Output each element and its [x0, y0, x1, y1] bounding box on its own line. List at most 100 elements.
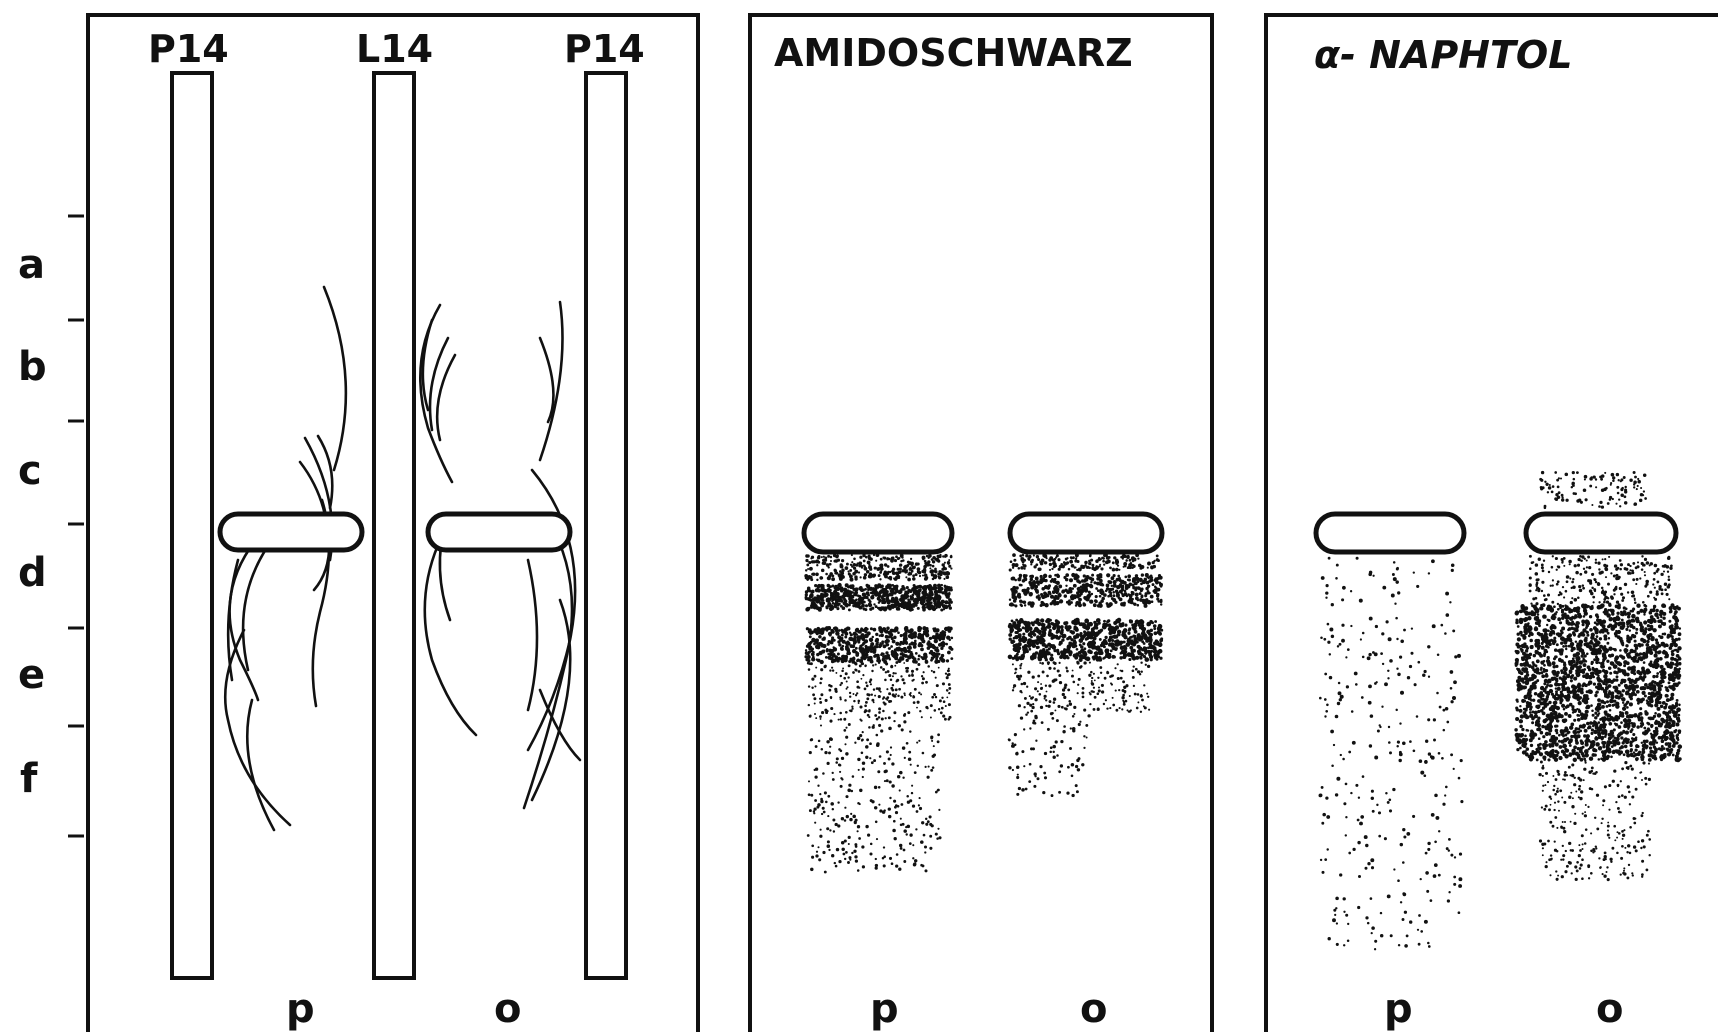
- stain-dot: [1388, 741, 1391, 744]
- stain-dot: [1345, 816, 1347, 818]
- stain-dot: [1121, 696, 1124, 699]
- stain-dot: [1045, 620, 1048, 623]
- stain-dot: [812, 693, 815, 696]
- stain-dot: [1606, 705, 1609, 708]
- stain-dot: [1545, 483, 1548, 486]
- stain-dot: [1570, 601, 1573, 604]
- stain-dot: [949, 606, 952, 609]
- stain-dot: [945, 575, 949, 579]
- stain-dot: [935, 696, 937, 698]
- stain-dot: [1450, 687, 1453, 690]
- stain-dot: [890, 590, 893, 593]
- stain-dot: [1052, 745, 1056, 749]
- stain-dot: [834, 605, 837, 608]
- stain-dot: [1140, 670, 1142, 672]
- row-label-f: f: [20, 756, 38, 802]
- stain-dot: [1342, 758, 1345, 761]
- stain-dot: [1049, 700, 1052, 703]
- stain-dot: [1040, 706, 1043, 709]
- stain-dot: [1083, 709, 1086, 712]
- stain-dot: [922, 752, 925, 755]
- stain-dot: [895, 588, 899, 592]
- stain-dot: [1329, 676, 1333, 680]
- stain-dot: [869, 573, 873, 577]
- stain-dot: [1087, 714, 1090, 717]
- stain-dot: [845, 672, 848, 675]
- stain-dot: [1331, 765, 1334, 768]
- stain-dot: [938, 667, 940, 669]
- stain-dot: [1051, 568, 1053, 570]
- stain-dot: [824, 751, 827, 754]
- stain-dot: [1055, 602, 1059, 606]
- stain-dot: [1122, 641, 1125, 644]
- stain-dot: [1154, 656, 1157, 659]
- stain-dot: [862, 674, 864, 676]
- stain-dot: [832, 772, 834, 774]
- stain-dot: [1345, 783, 1348, 786]
- stain-dot: [1331, 603, 1334, 606]
- stain-dot: [1018, 595, 1022, 599]
- stain-dot: [1655, 638, 1658, 641]
- stain-dot: [814, 713, 816, 715]
- stain-dot: [1149, 640, 1152, 643]
- stain-dot: [1088, 622, 1093, 627]
- stain-dot: [900, 560, 903, 563]
- stain-dot: [821, 569, 825, 573]
- stain-dot: [829, 634, 832, 637]
- stain-dot: [1137, 557, 1139, 559]
- stain-dot: [914, 598, 918, 602]
- stain-dot: [1571, 581, 1574, 584]
- stain-dot: [809, 751, 812, 754]
- stain-dot: [1151, 621, 1154, 624]
- stain-dot: [1127, 632, 1130, 635]
- stain-dot: [1658, 625, 1662, 629]
- stain-dot: [1102, 657, 1105, 660]
- stain-dot: [1051, 717, 1054, 720]
- stain-dot: [886, 643, 888, 645]
- stain-dot: [815, 854, 818, 857]
- stain-dot: [1135, 656, 1139, 660]
- stain-dot: [842, 667, 844, 669]
- stain-dot: [926, 633, 929, 636]
- stain-dot: [1374, 682, 1377, 685]
- stain-dot: [885, 661, 887, 663]
- stain-dot: [919, 797, 921, 799]
- stain-dot: [1150, 578, 1154, 582]
- stain-dot: [1561, 494, 1564, 497]
- stain-dot: [948, 703, 951, 706]
- stain-dot: [1072, 715, 1075, 718]
- stain-dot: [1080, 655, 1084, 659]
- stain-dot: [829, 720, 832, 723]
- stain-dot: [1018, 633, 1022, 637]
- stain-dot: [1121, 593, 1123, 595]
- stain-dot: [902, 777, 904, 779]
- stain-dot: [1011, 620, 1014, 623]
- stain-dot: [1654, 587, 1656, 589]
- stain-dot: [1640, 725, 1643, 728]
- stain-dot: [1623, 476, 1626, 479]
- stain-dot: [1666, 565, 1669, 568]
- stain-dot: [1671, 638, 1674, 641]
- stain-dot: [1075, 566, 1077, 568]
- stain-dot: [808, 561, 811, 564]
- stain-dot: [872, 664, 874, 666]
- stain-dot: [1110, 642, 1115, 647]
- stain-dot: [1028, 555, 1031, 558]
- stain-dot: [905, 833, 907, 835]
- stain-dot: [1660, 573, 1663, 576]
- stain-dot: [1021, 788, 1025, 792]
- stain-dot: [1519, 705, 1521, 707]
- stain-dot: [1091, 677, 1093, 679]
- stain-dot: [1073, 706, 1076, 709]
- stain-dot: [852, 708, 854, 710]
- stain-dot: [1622, 596, 1625, 599]
- stain-dot: [1124, 576, 1127, 579]
- stain-dot: [900, 604, 903, 607]
- stain-dot: [1159, 583, 1163, 587]
- stain-dot: [1071, 564, 1075, 568]
- stain-dot: [1056, 649, 1059, 652]
- stain-dot: [1530, 744, 1533, 747]
- stain-dot: [898, 724, 901, 727]
- stain-dot: [854, 821, 857, 824]
- stain-dot: [1018, 704, 1021, 707]
